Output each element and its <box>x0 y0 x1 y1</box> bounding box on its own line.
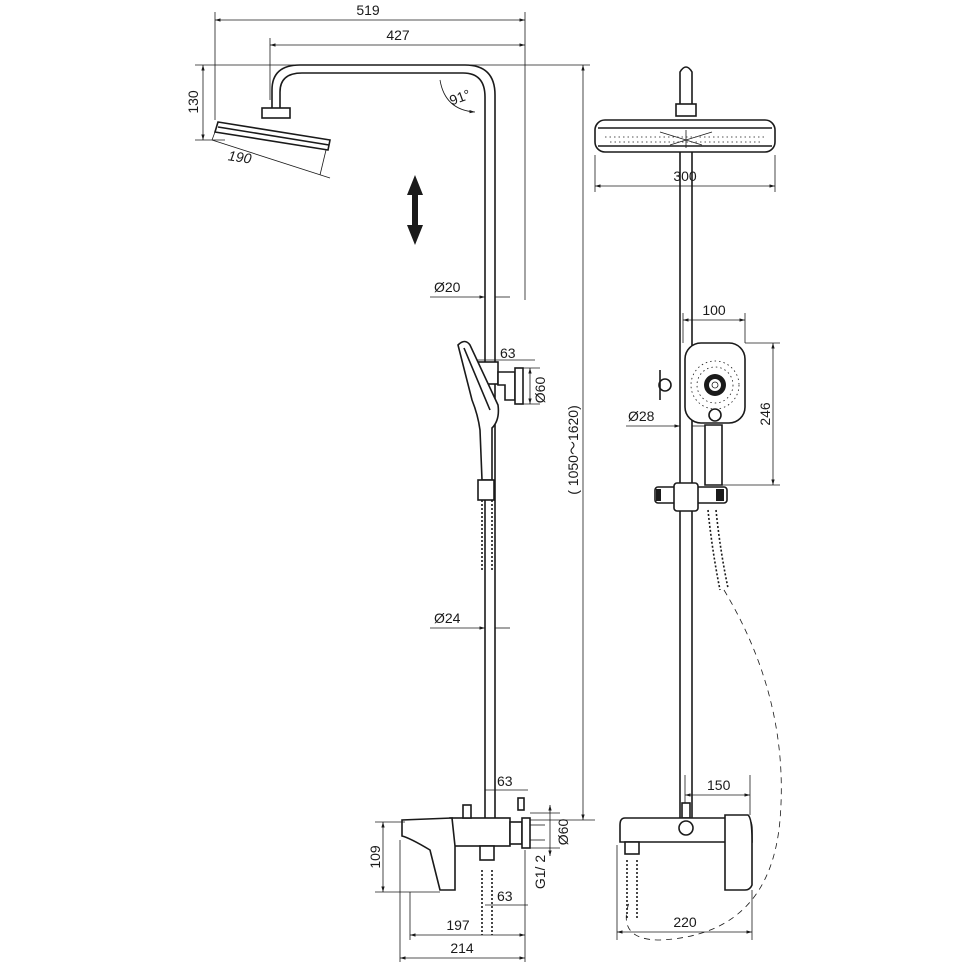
label-91deg: 91° <box>447 86 472 108</box>
label-d20: Ø20 <box>434 279 461 295</box>
hose-side <box>481 500 493 570</box>
slide-holder <box>654 482 728 512</box>
label-d60-mixer: Ø60 <box>555 819 571 846</box>
height-adjust-arrow-icon <box>407 175 423 245</box>
dim-arm-reach: 427 <box>269 27 525 100</box>
front-view: 300 100 246 Ø28 <box>594 66 782 941</box>
side-view: 519 427 130 91° 190 Ø20 <box>185 2 595 962</box>
label-g12: G1/ 2 <box>532 855 548 889</box>
label-d24: Ø24 <box>434 610 461 626</box>
label-246: 246 <box>757 402 773 426</box>
label-63-mixer-bottom: 63 <box>497 888 513 904</box>
label-214: 214 <box>450 940 474 956</box>
holder-knob <box>658 378 672 392</box>
label-150: 150 <box>707 777 731 793</box>
label-300: 300 <box>673 168 697 184</box>
label-d28: Ø28 <box>628 408 655 424</box>
label-427: 427 <box>386 27 410 43</box>
hose-dashed-path <box>625 589 782 941</box>
label-100: 100 <box>702 302 726 318</box>
shower-head-front <box>594 119 776 153</box>
handshower-side <box>457 340 500 481</box>
shower-head-side: 190 <box>211 107 331 179</box>
label-190: 190 <box>227 147 253 166</box>
label-197: 197 <box>446 917 470 933</box>
hose-front <box>707 509 729 591</box>
handshower-front <box>684 342 746 486</box>
label-130: 130 <box>185 90 201 114</box>
label-63-holder: 63 <box>500 345 516 361</box>
label-63-mixer-top: 63 <box>497 773 513 789</box>
label-220: 220 <box>673 914 697 930</box>
shower-arm <box>271 64 496 820</box>
mixer-front: 150 220 <box>616 775 753 940</box>
mixer-side: 63 Ø60 G1/ 2 109 63 197 214 <box>367 773 571 962</box>
label-height-range: ( 1050～1620) <box>565 405 581 495</box>
label-519: 519 <box>356 2 380 18</box>
dim-overall-width: 519 <box>214 2 526 300</box>
label-d60-holder: Ø60 <box>532 377 548 404</box>
label-109: 109 <box>367 845 383 869</box>
